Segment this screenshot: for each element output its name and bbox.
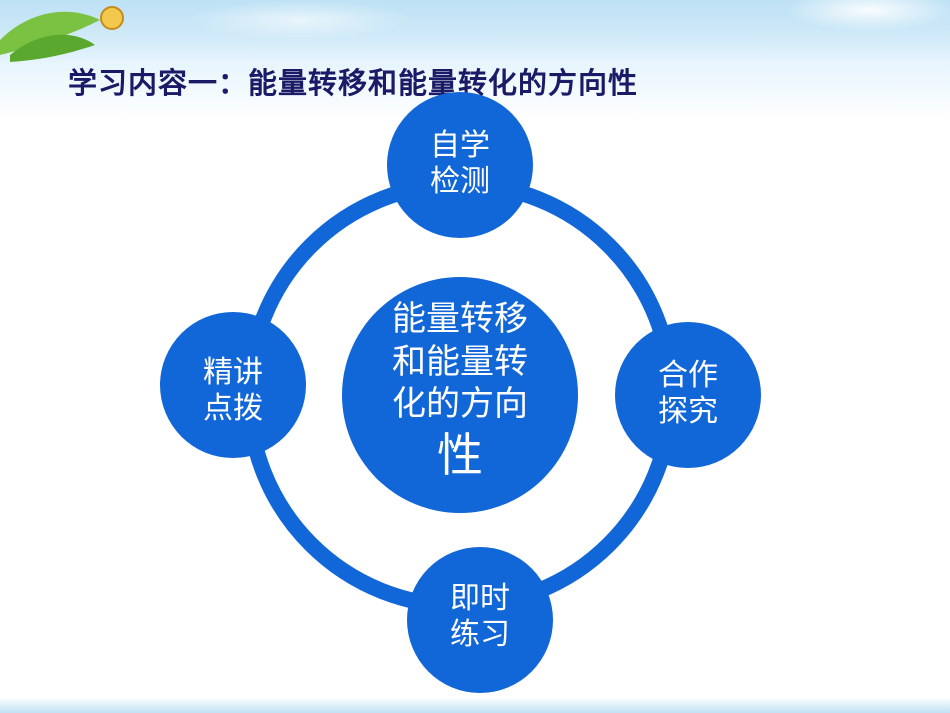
leaf-icon — [0, 11, 100, 55]
node-label-line: 精讲 — [203, 355, 263, 390]
node-label-line: 点拨 — [203, 391, 263, 426]
center-label-line: 化的方向 — [392, 384, 528, 424]
node-circle-right — [615, 322, 761, 468]
sky-background — [0, 0, 950, 62]
page-title: 学习内容一：能量转移和能量转化的方向性 — [68, 66, 639, 100]
node-label-line: 检测 — [430, 164, 490, 199]
node-label-right: 合作 探究 — [628, 358, 748, 430]
leaf-icon — [10, 34, 95, 62]
center-label: 能量转移 和能量转 化的方向 性 — [365, 298, 555, 485]
node-label-line: 合作 — [658, 358, 718, 393]
node-label-line: 即时 — [450, 581, 510, 616]
center-label-line: 能量转移 — [392, 299, 528, 339]
node-label-line: 探究 — [658, 394, 718, 429]
node-circle-left — [160, 312, 306, 458]
center-label-line: 性 — [437, 427, 483, 482]
node-label-left: 精讲 点拨 — [173, 355, 293, 427]
center-label-line: 和能量转 — [392, 341, 528, 382]
node-label-line: 自学 — [430, 128, 490, 163]
snail-icon — [100, 6, 124, 30]
node-label-line: 练习 — [450, 617, 510, 652]
node-label-bottom: 即时 练习 — [420, 581, 540, 653]
node-circle-top — [387, 92, 533, 238]
leaf-decoration — [0, 6, 124, 62]
bottom-band — [0, 697, 950, 713]
node-circle-bottom — [407, 547, 553, 693]
center-circle — [342, 277, 578, 513]
node-label-top: 自学 检测 — [400, 128, 520, 200]
